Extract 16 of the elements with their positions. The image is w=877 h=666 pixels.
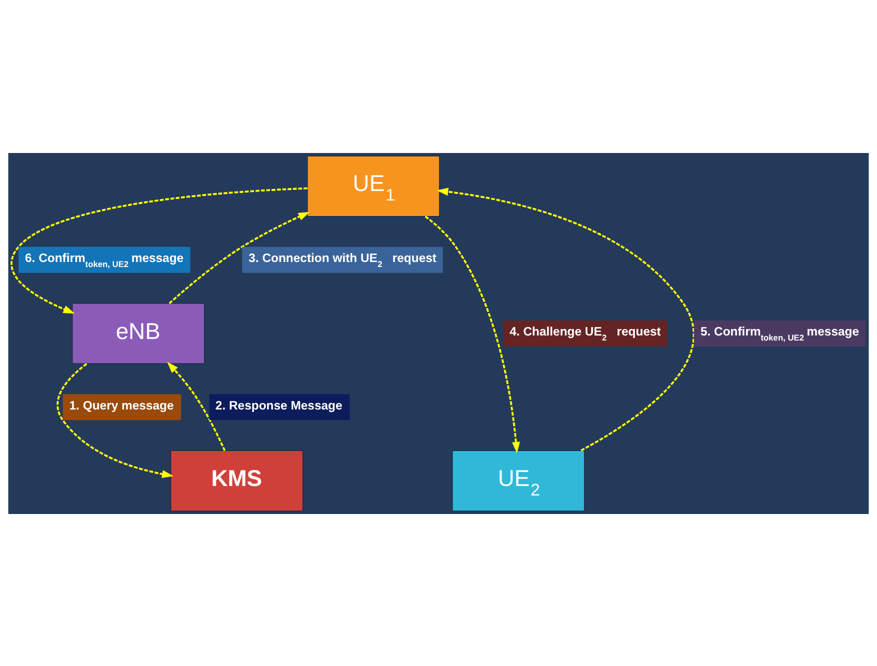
edge-label: 4. Challenge UE$_{2}$ request <box>510 324 661 342</box>
arrow <box>167 361 226 451</box>
node-box: UE$_{2}$ <box>452 450 585 511</box>
arrow <box>56 362 174 478</box>
arrow <box>10 186 308 314</box>
edge-label: 6. Confirm$_{token, UE2}$ message <box>25 250 184 268</box>
arrow <box>436 187 694 451</box>
arrow <box>168 211 310 304</box>
edge-label: 2. Response Message <box>215 398 342 412</box>
edge-label: 1. Query message <box>69 398 174 412</box>
edge-label: 3. Connection with UE$_{2}$ request <box>248 250 436 268</box>
node-box: eNB <box>72 302 205 364</box>
node-box: UE$_{1}$ <box>307 155 440 216</box>
edge-label: 5. Confirm$_{token, UE2}$ message <box>700 324 860 342</box>
node-box: KMS <box>170 450 304 511</box>
arrow <box>424 215 520 453</box>
